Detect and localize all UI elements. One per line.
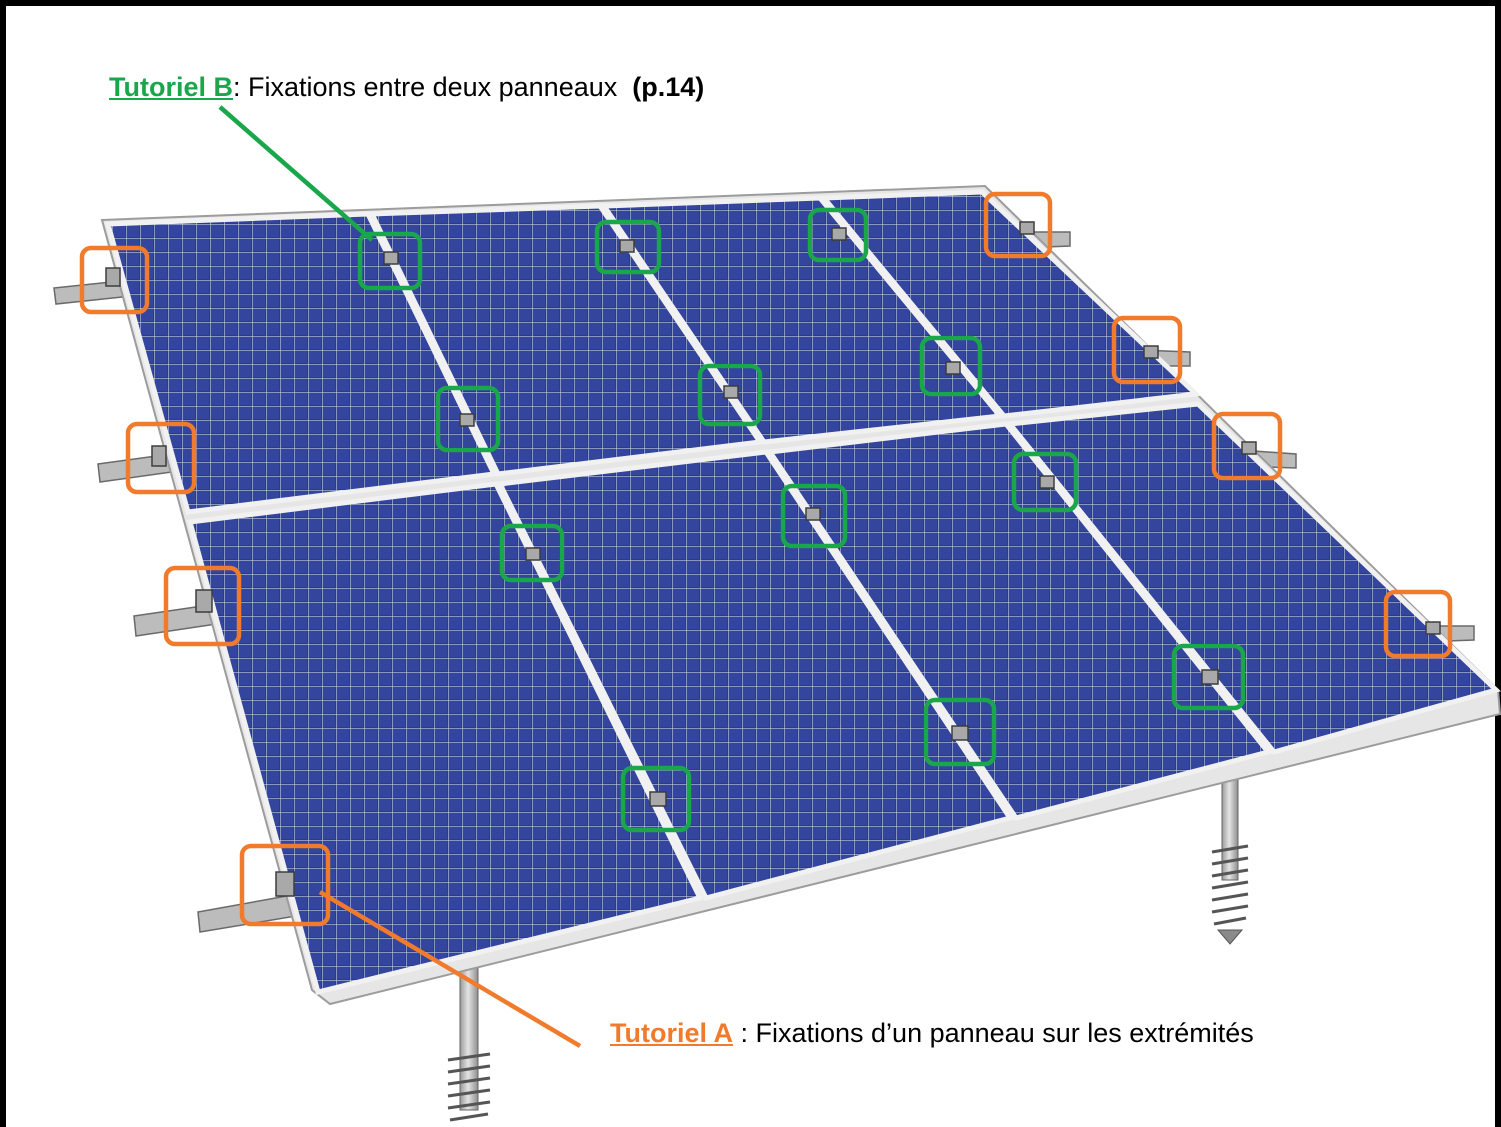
tutorial-b-text: : Fixations entre deux panneaux <box>233 72 618 102</box>
tutorial-a-text: : Fixations d’un panneau sur les extrémi… <box>733 1018 1254 1048</box>
ground-screw-icon <box>1211 759 1249 945</box>
tutorial-b-leader-line <box>218 105 374 242</box>
tutorial-b-page-ref: (p.14) <box>632 72 705 102</box>
tutorial-a-leader-line <box>318 890 582 1048</box>
ground-screw-icon <box>447 959 491 1122</box>
tutorial-b-label: Tutoriel B <box>109 72 233 102</box>
tutorial-a-caption: Tutoriel A : Fixations d’un panneau sur … <box>610 1020 1254 1047</box>
orange-fixation-marker <box>79 191 1453 927</box>
clamp-icon <box>105 221 1441 897</box>
green-fixation-marker <box>357 207 1246 833</box>
solar-panel-row-bottom <box>186 401 1501 996</box>
tutorial-a-label: Tutoriel A <box>610 1018 733 1048</box>
tutorial-b-caption: Tutoriel B: Fixations entre deux panneau… <box>109 74 704 101</box>
